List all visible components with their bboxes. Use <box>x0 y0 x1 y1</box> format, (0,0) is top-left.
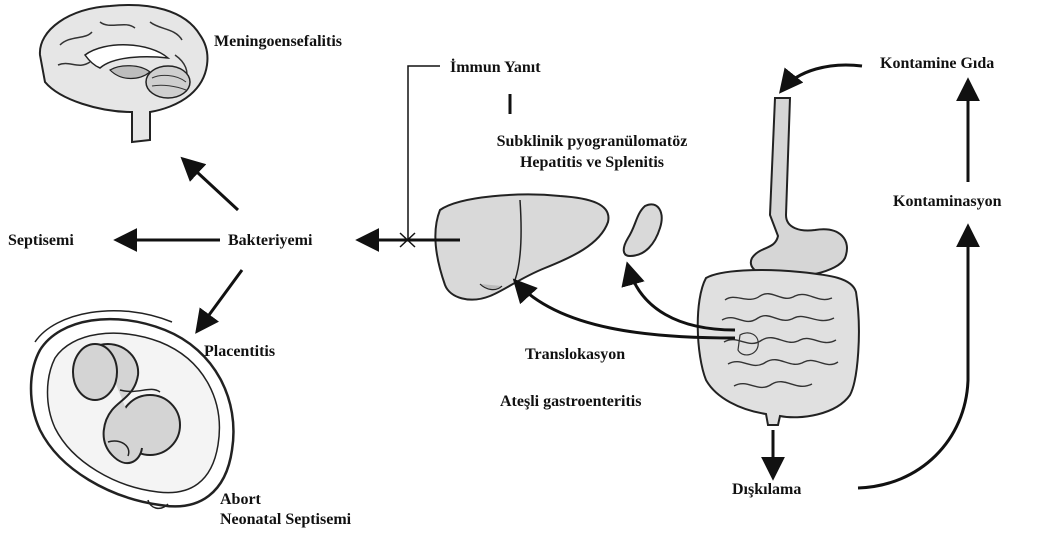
label-bakteriyemi: Bakteriyemi <box>228 231 312 250</box>
label-diskilama: Dışkılama <box>732 480 801 499</box>
label-kontamine-gida: Kontamine Gıda <box>880 54 994 73</box>
brain-illustration <box>40 5 208 142</box>
label-subklinik-line1: Subklinik pyogranülomatöz <box>452 132 732 151</box>
connector-arrows <box>118 65 968 488</box>
label-atesli-gastroenteritis: Ateşli gastroenteritis <box>500 392 641 411</box>
label-neonatal-septisemi: Neonatal Septisemi <box>220 510 351 529</box>
label-placentitis: Placentitis <box>204 342 275 361</box>
label-subklinik-line2: Hepatitis ve Splenitis <box>452 153 732 172</box>
label-meningoensefalitis: Meningoensefalitis <box>214 32 342 51</box>
label-immun-yanit: İmmun Yanıt <box>450 58 541 77</box>
label-translokasyon: Translokasyon <box>525 345 625 364</box>
label-septisemi: Septisemi <box>8 231 74 250</box>
spleen-illustration <box>624 204 662 256</box>
liver-illustration <box>435 195 608 300</box>
label-abort: Abort <box>220 490 261 509</box>
fetus-uterus-illustration <box>31 311 233 509</box>
label-kontaminasyon: Kontaminasyon <box>893 192 1001 211</box>
